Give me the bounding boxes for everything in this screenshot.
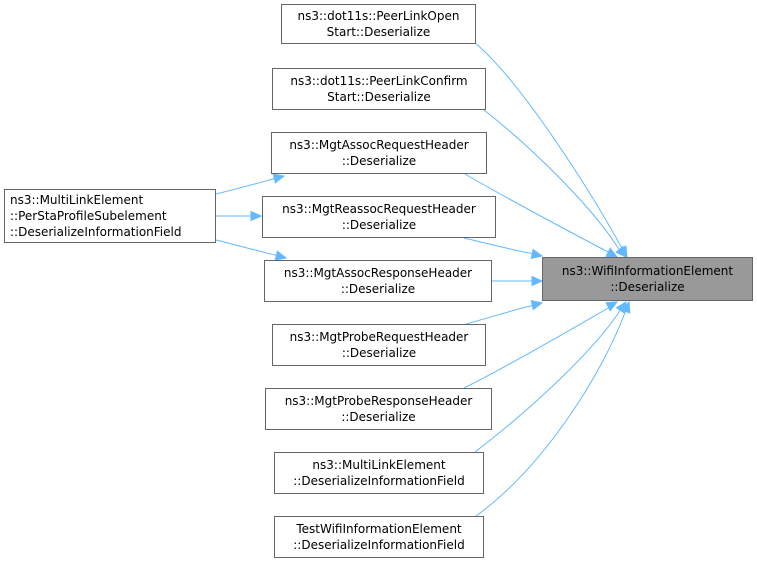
- node-label-line: ns3::MgtReassocRequestHeader: [282, 202, 476, 216]
- edge-mgt-probe-request-header-to-target: [465, 304, 536, 325]
- node-label-line: ns3::dot11s::PeerLinkConfirm: [290, 74, 468, 88]
- edge-per-sta-profile-subelement-to-mgt-assoc-response-header: [215, 239, 280, 257]
- node-peer-link-confirm-start[interactable]: ns3::dot11s::PeerLinkConfirm Start::Dese…: [272, 68, 486, 110]
- arrow-head-icon: [274, 250, 288, 261]
- node-label-line: ::Deserialize: [341, 410, 416, 424]
- node-label-line: ns3::MgtAssocRequestHeader: [289, 138, 469, 152]
- node-label-line: ::Deserialize: [340, 282, 416, 296]
- edge-peer-link-open-start-to-target: [474, 42, 624, 251]
- arrow-head-icon: [620, 300, 631, 314]
- node-label-line: ns3::MgtProbeResponseHeader: [284, 394, 473, 408]
- node-label-line: ns3::MgtProbeRequestHeader: [289, 330, 469, 344]
- arrow-head-icon: [605, 301, 619, 312]
- edge-per-sta-profile-subelement-to-mgt-assoc-request-header: [215, 177, 278, 195]
- node-label-line: ns3::MultiLinkElement: [312, 458, 446, 472]
- node-label-line: ::PerStaProfileSubelement: [10, 209, 167, 223]
- arrow-head-icon: [531, 275, 544, 287]
- node-mgt-probe-response-header[interactable]: ns3::MgtProbeResponseHeader ::Deserializ…: [265, 388, 492, 430]
- arrow-head-icon: [250, 210, 263, 222]
- edge-mgt-probe-response-header-to-target: [463, 306, 611, 389]
- edge-multi-link-element-dif-to-target: [474, 308, 622, 453]
- node-label-line: ::DeserializeInformationField: [293, 474, 465, 488]
- node-label-line: ns3::MgtAssocResponseHeader: [283, 266, 473, 280]
- edge-peer-link-confirm-start-to-target: [483, 109, 621, 252]
- arrow-head-icon: [605, 247, 619, 258]
- node-label-line: ns3::WifiInformationElement: [561, 264, 734, 278]
- node-mgt-assoc-request-header[interactable]: ns3::MgtAssocRequestHeader ::Deserialize: [271, 132, 487, 174]
- node-peer-link-open-start[interactable]: ns3::dot11s::PeerLinkOpen Start::Deseria…: [281, 4, 476, 44]
- node-label-line: Start::Deserialize: [326, 25, 431, 39]
- arrow-head-icon: [272, 173, 286, 184]
- node-label-line: ns3::MultiLinkElement: [10, 193, 144, 207]
- node-label-line: ::DeserializeInformationField: [10, 225, 182, 239]
- node-label-line: ::DeserializeInformationField: [293, 538, 465, 552]
- node-mgt-probe-request-header[interactable]: ns3::MgtProbeRequestHeader ::Deserialize: [272, 324, 486, 366]
- node-test-wifi-information-element[interactable]: TestWifiInformationElement ::Deserialize…: [274, 516, 484, 558]
- node-mgt-assoc-response-header[interactable]: ns3::MgtAssocResponseHeader ::Deserializ…: [264, 260, 492, 302]
- node-label-line: ::Deserialize: [341, 218, 417, 232]
- arrow-head-icon: [615, 245, 627, 258]
- arrow-head-icon: [530, 248, 544, 259]
- node-mgt-reassoc-request-header[interactable]: ns3::MgtReassocRequestHeader ::Deseriali…: [262, 196, 496, 238]
- node-multi-link-element-deserialize-information-field[interactable]: ns3::MultiLinkElement ::DeserializeInfor…: [274, 452, 484, 494]
- node-label-line: ns3::dot11s::PeerLinkOpen: [297, 9, 460, 23]
- node-wifi-information-element-deserialize: ns3::WifiInformationElement ::Deserializ…: [542, 257, 753, 301]
- node-per-sta-profile-subelement[interactable]: ns3::MultiLinkElement ::PerStaProfileSub…: [4, 189, 216, 243]
- node-label-line: ::Deserialize: [341, 154, 417, 168]
- edge-mgt-assoc-request-header-to-target: [464, 173, 611, 254]
- arrow-head-icon: [530, 300, 544, 311]
- node-label-line: Start::Deserialize: [327, 90, 431, 104]
- edge-test-wifi-information-element-to-target: [475, 309, 627, 517]
- node-label-line: ::Deserialize: [341, 346, 417, 360]
- node-label-line: TestWifiInformationElement: [296, 522, 462, 536]
- node-label-line: ::Deserialize: [610, 280, 685, 294]
- edge-mgt-reassoc-request-header-to-target: [463, 237, 536, 255]
